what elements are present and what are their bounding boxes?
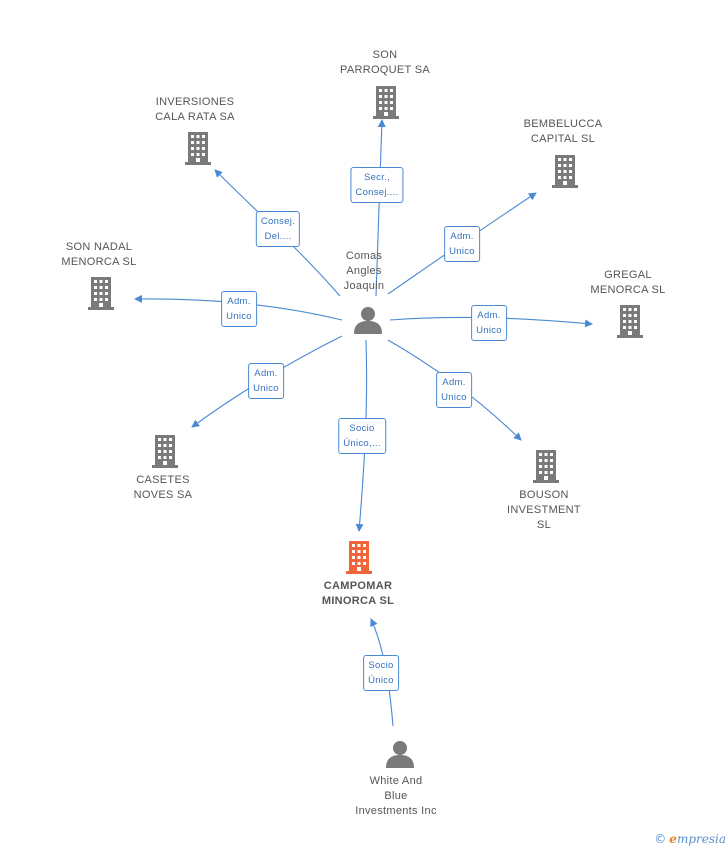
relation-badge-casetes[interactable]: Adm. Unico [248, 363, 284, 399]
gregal-label[interactable]: GREGAL MENORCA SL [590, 269, 666, 296]
inversiones-label[interactable]: INVERSIONES CALA RATA SA [155, 96, 235, 123]
empresia-logo[interactable]: ©empresia [654, 832, 726, 846]
logo-text: mpresia [676, 832, 726, 846]
bembelucca-label[interactable]: BEMBELUCCA CAPITAL SL [523, 118, 603, 145]
comas-label[interactable]: Comas Angles Joaquin [343, 250, 385, 292]
son-parroquet-label[interactable]: SON PARROQUET SA [340, 49, 430, 76]
inversiones-building-icon[interactable] [185, 132, 211, 165]
white-blue-person-icon[interactable] [386, 741, 414, 768]
casetes-building-icon[interactable] [152, 435, 178, 468]
relation-badge-bouson[interactable]: Adm. Unico [436, 372, 472, 408]
relation-badge-main-company[interactable]: Socio Único,... [338, 418, 386, 454]
son-nadal-building-icon[interactable] [88, 277, 114, 310]
copyright-icon: © [654, 832, 667, 846]
comas-person-icon[interactable] [354, 307, 382, 334]
casetes-label[interactable]: CASETES NOVES SA [133, 474, 193, 501]
logo-e: e [669, 832, 677, 846]
white-blue-label[interactable]: White And Blue Investments Inc [355, 775, 437, 817]
relation-badge-bembelucca[interactable]: Adm. Unico [444, 226, 480, 262]
relation-badge-inversiones[interactable]: Consej. Del.... [255, 211, 301, 247]
main-company-label[interactable]: CAMPOMAR MINORCA SL [321, 580, 395, 607]
son-parroquet-building-icon[interactable] [373, 86, 399, 119]
bembelucca-building-icon[interactable] [552, 155, 578, 188]
relation-badge-gregal[interactable]: Adm. Unico [471, 305, 507, 341]
bouson-label[interactable]: BOUSON INVESTMENT SL [507, 489, 581, 531]
bouson-building-icon[interactable] [533, 450, 559, 483]
relation-badge-son-nadal[interactable]: Adm. Unico [221, 291, 257, 327]
main-company-building-icon[interactable] [346, 541, 372, 574]
relation-badge-white-to-main[interactable]: Socio Único [363, 655, 399, 691]
son-nadal-label[interactable]: SON NADAL MENORCA SL [61, 241, 137, 268]
gregal-building-icon[interactable] [617, 305, 643, 338]
relation-badge-son-parroquet[interactable]: Secr., Consej.... [350, 167, 404, 203]
